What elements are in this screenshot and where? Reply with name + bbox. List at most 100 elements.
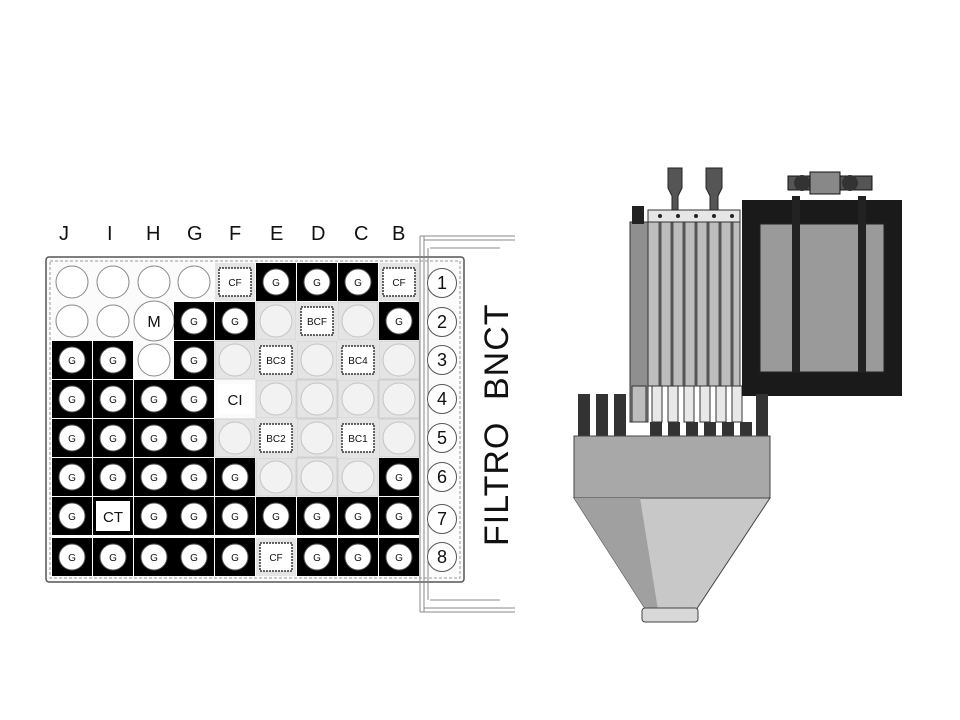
graphite-disc bbox=[180, 307, 208, 335]
element-box bbox=[218, 267, 252, 297]
hopper-cone-shade bbox=[574, 498, 658, 610]
cell-label: G bbox=[272, 512, 280, 523]
col-label-c: C bbox=[354, 223, 369, 245]
cell-label: G bbox=[395, 317, 403, 328]
graphite-disc bbox=[221, 543, 249, 571]
element-box bbox=[300, 306, 334, 336]
core-cell bbox=[337, 301, 379, 341]
row-label-7: 7 bbox=[427, 504, 457, 534]
graphite-disc bbox=[140, 385, 168, 413]
cell-label: G bbox=[68, 553, 76, 564]
cell-label: BCF bbox=[307, 317, 327, 328]
core-cell: G bbox=[338, 538, 378, 576]
fuel-position bbox=[382, 343, 416, 377]
core-cell: G bbox=[174, 497, 214, 535]
graphite-disc bbox=[99, 385, 127, 413]
cell-label: G bbox=[395, 512, 403, 523]
side-guide bbox=[419, 235, 515, 613]
cell-label: G bbox=[190, 356, 198, 367]
element-box bbox=[341, 423, 375, 453]
cell-label: G bbox=[190, 317, 198, 328]
core-cell: G bbox=[174, 419, 214, 457]
graphite-disc bbox=[180, 543, 208, 571]
element-box bbox=[259, 542, 293, 572]
graphite-disc bbox=[180, 346, 208, 374]
hopper-slots bbox=[578, 394, 768, 436]
core-cell bbox=[337, 457, 379, 497]
empty-position bbox=[177, 265, 211, 299]
cell-label: G bbox=[68, 356, 76, 367]
core-cell: G bbox=[297, 497, 337, 535]
graphite-disc bbox=[344, 502, 372, 530]
core-cell: G bbox=[52, 380, 92, 418]
row-label-8: 8 bbox=[427, 542, 457, 572]
graphite-disc bbox=[58, 346, 86, 374]
core-cell: CF bbox=[379, 263, 419, 301]
graphite-disc bbox=[385, 502, 413, 530]
shield-box bbox=[742, 171, 902, 396]
cell-label: G bbox=[231, 512, 239, 523]
cell-label: BC4 bbox=[348, 356, 368, 367]
core-cell: G bbox=[52, 419, 92, 457]
graphite-disc bbox=[99, 424, 127, 452]
core-cell bbox=[214, 340, 256, 380]
col-label-d: D bbox=[311, 223, 326, 245]
cell-label: G bbox=[354, 278, 362, 289]
cell-label: G bbox=[68, 434, 76, 445]
graphite-disc bbox=[303, 543, 331, 571]
cell-label: G bbox=[272, 278, 280, 289]
graphite-disc bbox=[140, 543, 168, 571]
core-cell: CF bbox=[256, 538, 296, 576]
core-cell: G bbox=[338, 263, 378, 301]
graphite-disc bbox=[58, 543, 86, 571]
graphite-disc bbox=[221, 307, 249, 335]
core-cell bbox=[337, 379, 379, 419]
cell-label: G bbox=[68, 512, 76, 523]
cell-label: G bbox=[354, 512, 362, 523]
fuel-position bbox=[300, 382, 334, 416]
core-cell bbox=[296, 340, 338, 380]
core-cell: G bbox=[134, 419, 174, 457]
cell-label: G bbox=[395, 553, 403, 564]
cell-label: G bbox=[231, 553, 239, 564]
core-cell bbox=[55, 304, 89, 338]
cell-label: G bbox=[313, 512, 321, 523]
core-cell: G bbox=[379, 538, 419, 576]
hopper-top bbox=[573, 435, 771, 499]
graphite-disc bbox=[140, 424, 168, 452]
fuel-position bbox=[341, 304, 375, 338]
cell-label: G bbox=[395, 473, 403, 484]
element-box bbox=[259, 345, 293, 375]
col-label-f: F bbox=[229, 223, 242, 245]
graphite-disc bbox=[140, 463, 168, 491]
col-label-j: J bbox=[59, 223, 69, 245]
graphite-disc bbox=[344, 543, 372, 571]
core-cell: BCF bbox=[297, 302, 337, 340]
core-cell bbox=[96, 304, 130, 338]
hopper-outlet bbox=[641, 607, 699, 623]
core-cell: G bbox=[93, 538, 133, 576]
fuel-position bbox=[300, 460, 334, 494]
core-cell: G bbox=[93, 419, 133, 457]
col-label-h: H bbox=[146, 223, 161, 245]
core-cell: G bbox=[338, 497, 378, 535]
empty-position bbox=[96, 304, 130, 338]
graphite-disc bbox=[99, 543, 127, 571]
core-cell: G bbox=[174, 538, 214, 576]
cell-label: G bbox=[109, 395, 117, 406]
cell-label: G bbox=[150, 434, 158, 445]
core-cell: G bbox=[256, 263, 296, 301]
core-cell: G bbox=[93, 341, 133, 379]
filtro-label: FILTRO bbox=[478, 421, 516, 546]
core-cell: G bbox=[174, 458, 214, 496]
fuel-position bbox=[382, 421, 416, 455]
fuel-position bbox=[218, 421, 252, 455]
cell-label: CF bbox=[228, 278, 241, 289]
core-cell: G bbox=[52, 341, 92, 379]
core-cell: G bbox=[215, 458, 255, 496]
cell-label: G bbox=[150, 395, 158, 406]
core-cell: G bbox=[174, 341, 214, 379]
core-cell bbox=[255, 301, 297, 341]
